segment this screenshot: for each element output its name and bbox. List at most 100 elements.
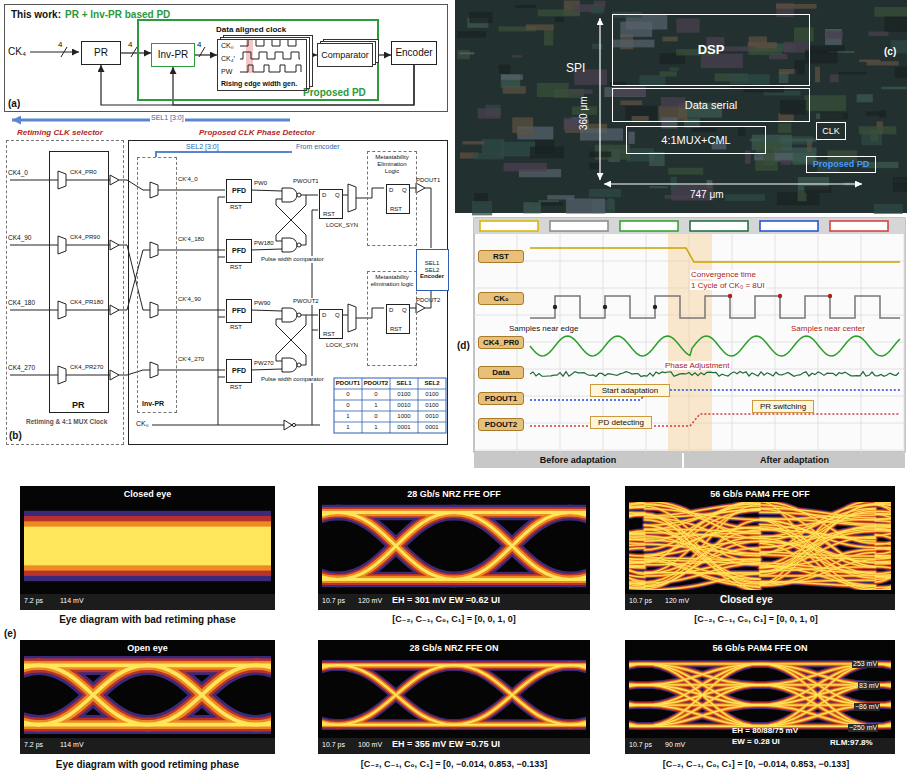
drawing-path [338,665,454,724]
buffer-symbol [416,303,425,313]
die-texture [569,89,593,93]
drawing-path [629,518,645,556]
die-texture [839,72,867,74]
die-texture [592,44,603,49]
drawing-path [629,512,645,583]
node-text: RST [390,326,402,333]
nand-gate [282,308,297,322]
die-texture [661,97,686,107]
drawing-path [645,548,760,589]
die-texture [794,27,814,41]
drawing-path [256,665,271,724]
label-text: 120 mV [665,597,689,605]
drawing-path [645,541,760,587]
drawing-path [645,685,760,726]
label-text: 0001 [390,424,418,431]
die-texture [512,55,522,57]
node-text: CLK [822,126,840,136]
drawing-path [570,665,586,724]
drawing-g [24,665,271,724]
drawing-path [629,566,645,573]
drawing-path [875,555,891,575]
die-texture [620,101,642,106]
label-text: 4 [58,40,62,49]
label-text: EH = 355 mV EW =0.75 UI [392,739,500,749]
drawing-path [875,664,891,726]
drawing-path [875,514,891,582]
drawing-path [322,665,338,724]
node-text: Q [402,187,407,194]
drawing-path [218,197,225,198]
drawing-path [629,685,645,726]
label-text: 10.7 ps [322,597,345,605]
drawing-path [629,685,645,705]
node-text: Metastability Elimination Logic [370,154,414,175]
label-text: 0 [334,391,362,398]
drawing-path [875,664,891,726]
drawing-path [629,512,645,583]
drawing-path [218,317,225,318]
label-text: Retiming & 4:1 MUX Clock [26,418,107,425]
drawing-path [629,507,645,578]
label-text: 1000 [390,413,418,420]
drawing-path [306,195,318,196]
die-texture [469,12,492,23]
drawing-path [530,390,900,400]
drawing-path [760,527,875,572]
drawing-path [338,665,454,724]
die-texture [537,83,569,97]
drawing-path [66,310,110,311]
node-text: SEL1 [425,260,440,267]
node-text: Q [335,192,340,199]
label-text: RST [230,324,242,331]
node-text: Encoder [395,47,432,59]
drawing-g [474,218,905,452]
die-texture [826,31,843,38]
drawing-path [570,513,586,580]
drawing-path [629,507,645,531]
label-text: CK'4_180 [178,236,204,243]
drawing-path [66,375,110,376]
drawing-g [30,37,301,73]
die-texture [867,61,899,65]
node-text: CK₄′ [221,55,235,63]
label-text: From encoder [296,143,340,151]
drawing-path [760,575,875,576]
die-texture [459,52,474,54]
label-text: [C₋₂, C₋₁, C₀, C₁] = [0, 0, 1, 0] [611,614,901,624]
node-text: 4:1MUX+CML [661,134,730,147]
drawing-path [39,665,148,724]
nand-bubble [297,313,301,317]
node-text: PFD [232,367,246,375]
drawing-path [629,531,645,585]
drawing-path [629,506,645,529]
drawing-path [338,665,454,724]
drawing-path [418,378,419,433]
drawing-path [338,665,454,724]
drawing-path [39,665,148,724]
drawing-path [256,665,271,724]
label-text: PDOUT2 [416,297,440,304]
drawing-path [875,542,891,574]
drawing-path [629,685,645,726]
drawing-path [629,502,645,582]
node-text: PR [72,400,85,410]
die-texture [523,202,540,213]
phase-rotator-block: PR [81,41,121,65]
drawing-path [322,578,338,581]
drawing-path [629,685,645,705]
die-texture [620,22,652,37]
drawing-path [875,552,891,555]
mux-symbol [150,362,158,378]
node-text: PDOUT2 [485,420,517,429]
label-text: 4 [197,40,201,49]
drawing-path [629,533,645,577]
drawing-rect [625,594,895,610]
pr-mux-group: PR [49,151,109,413]
node-text: Rising edge width gen. [221,80,297,88]
eye-diagram [529,640,907,754]
label-text: Samples near center [790,324,866,333]
drawing-path [240,39,300,46]
drawing-path [39,665,148,724]
drawing-path [629,563,645,577]
